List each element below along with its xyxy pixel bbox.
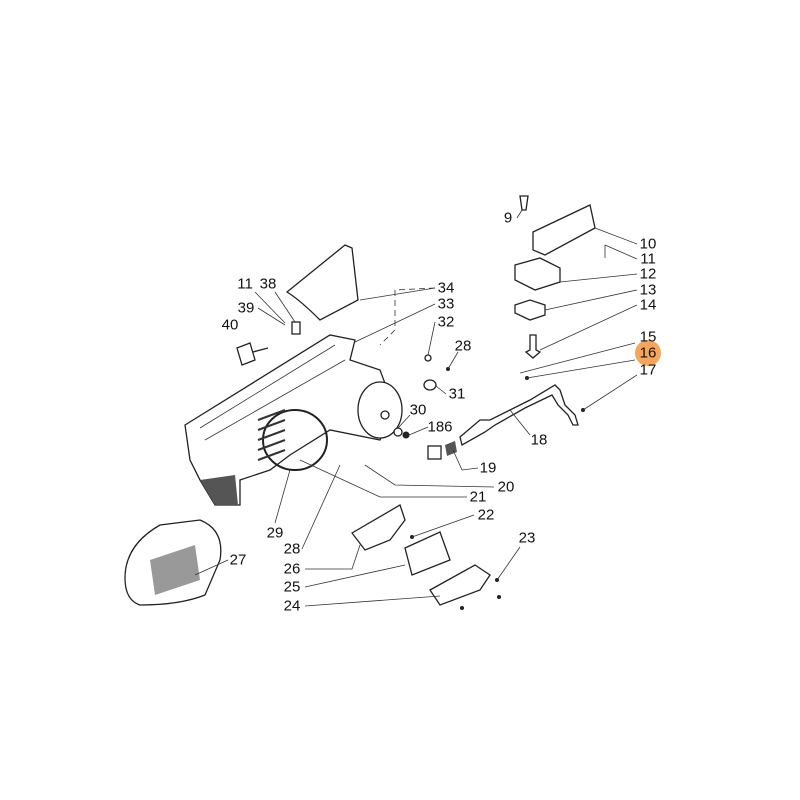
pin-31	[423, 379, 437, 391]
part-label-17[interactable]: 17	[639, 361, 657, 379]
motor-shaft	[380, 410, 390, 420]
part-label-40[interactable]: 40	[221, 316, 239, 334]
bracket-24	[429, 564, 491, 606]
fan-fins	[257, 409, 286, 461]
part-label-20[interactable]: 20	[497, 478, 515, 496]
part-label-21[interactable]: 21	[469, 488, 487, 506]
housing-top-edge	[199, 344, 346, 441]
washer-32	[424, 354, 432, 362]
screw-9	[519, 195, 529, 211]
motor	[357, 381, 403, 439]
switch-19	[427, 445, 442, 460]
part-label-19[interactable]: 19	[479, 459, 497, 477]
part-label-31[interactable]: 31	[448, 385, 466, 403]
part-label-11-left[interactable]: 11	[237, 275, 253, 293]
part-label-32[interactable]: 32	[437, 313, 455, 331]
housing-grill	[200, 475, 238, 505]
highlight-circle-16	[635, 340, 661, 366]
part-label-39[interactable]: 39	[237, 299, 255, 317]
part-label-14[interactable]: 14	[639, 296, 657, 314]
knob-40	[236, 342, 269, 366]
bracket-10	[532, 204, 596, 256]
ring-186	[402, 431, 410, 439]
part-label-12[interactable]: 12	[639, 265, 657, 283]
screw-23b	[497, 595, 501, 599]
spring-20	[445, 441, 457, 456]
part-label-28-upper[interactable]: 28	[454, 337, 472, 355]
part-label-27[interactable]: 27	[229, 551, 247, 569]
washer-30	[393, 427, 403, 437]
part-label-10[interactable]: 10	[639, 235, 657, 253]
part-label-186[interactable]: 186	[427, 418, 453, 436]
part-label-22[interactable]: 22	[477, 506, 495, 524]
leader-lines	[194, 209, 638, 607]
part-label-23[interactable]: 23	[518, 529, 536, 547]
part-label-38[interactable]: 38	[259, 275, 277, 293]
part-label-16-highlighted[interactable]: 16	[639, 344, 657, 362]
part-label-13[interactable]: 13	[639, 281, 657, 299]
part-label-33[interactable]: 33	[437, 295, 455, 313]
part-label-11[interactable]: 11	[640, 250, 656, 268]
part-label-9[interactable]: 9	[503, 209, 513, 227]
part-label-28-lower[interactable]: 28	[283, 540, 301, 558]
pin-14	[524, 334, 542, 359]
part-label-24[interactable]: 24	[283, 597, 301, 615]
part-label-34[interactable]: 34	[437, 279, 455, 297]
part-label-29[interactable]: 29	[266, 524, 284, 542]
cover-grill	[150, 545, 200, 595]
part-label-25[interactable]: 25	[283, 578, 301, 596]
part-label-26[interactable]: 26	[283, 560, 301, 578]
part-label-30[interactable]: 30	[409, 401, 427, 419]
fan-ring	[262, 409, 328, 471]
bracket-12	[514, 257, 561, 291]
lever-18	[459, 384, 579, 446]
part-label-18[interactable]: 18	[530, 431, 548, 449]
switch-housing-26	[351, 504, 406, 551]
guard-plate	[285, 244, 359, 321]
screw-23c	[460, 606, 464, 610]
clamp-13	[514, 299, 546, 321]
plate-38	[291, 321, 301, 335]
part-label-15[interactable]: 15	[639, 328, 657, 346]
switch-25	[404, 531, 451, 576]
